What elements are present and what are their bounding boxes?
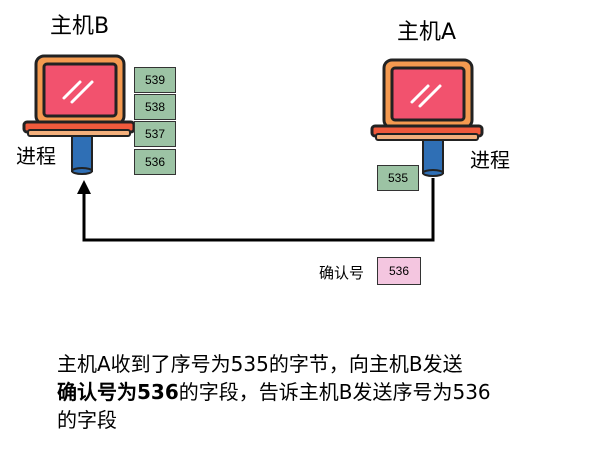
caption-part1: 主机A收到了序号为535的字节，向主机B发送: [57, 352, 463, 376]
caption-bold: 确认号为536: [57, 380, 179, 404]
host-a-process-label: 进程: [470, 148, 510, 172]
host-a-segment: 535: [377, 165, 419, 191]
ack-value-box: 536: [377, 257, 421, 285]
buffer-segment: 538: [134, 94, 176, 120]
buffer-segment: 536: [134, 149, 176, 175]
buffer-segment: 539: [134, 67, 176, 93]
ack-arrow: [77, 178, 435, 242]
host-a-label: 主机A: [397, 20, 457, 45]
caption-part3: 的字段: [57, 408, 117, 432]
buffer-segment: 537: [134, 121, 176, 147]
ack-label: 确认号: [319, 264, 365, 282]
host-b-label: 主机B: [50, 14, 110, 39]
host-a-laptop-icon: [370, 58, 484, 177]
caption-part2: 的字段，告诉主机B发送序号为536: [178, 380, 491, 404]
caption: 主机A收到了序号为535的字节，向主机B发送 确认号为536的字段，告诉主机B发…: [57, 350, 577, 434]
host-b-process-label: 进程: [16, 144, 56, 168]
